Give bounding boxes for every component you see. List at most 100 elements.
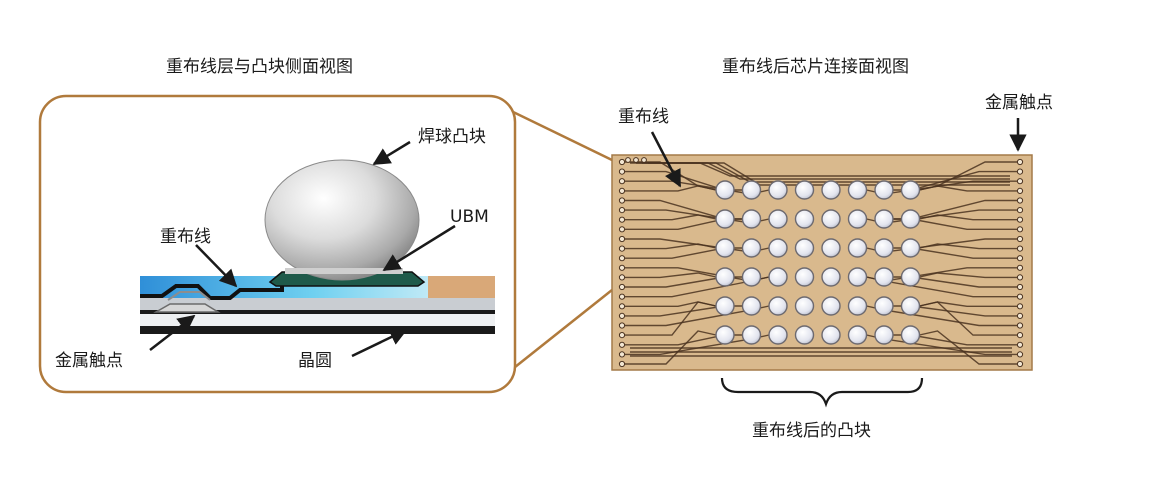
bump — [821, 209, 841, 229]
bump — [874, 296, 894, 316]
perimeter-pad-left — [618, 235, 626, 243]
bump — [715, 267, 735, 287]
bump — [794, 238, 815, 258]
bump — [768, 325, 788, 345]
perimeter-pad-right — [1016, 274, 1024, 281]
dielectric-layer — [140, 298, 495, 312]
perimeter-pad-right — [1016, 322, 1024, 329]
rdl-trace-right — [919, 214, 1017, 221]
bump — [741, 267, 762, 287]
perimeter-pad-right — [1016, 360, 1024, 368]
perimeter-pad-top — [633, 157, 639, 163]
bump — [847, 238, 868, 258]
bump — [768, 180, 788, 200]
arrow-ubm — [382, 224, 456, 272]
bump — [900, 209, 921, 229]
arrow-solder-ball — [372, 140, 411, 166]
perimeter-pad-left — [618, 245, 626, 252]
bump — [821, 296, 841, 316]
bump — [794, 325, 815, 345]
label-metal-contact-left: 金属触点 — [55, 351, 123, 371]
perimeter-pad-left — [618, 178, 626, 185]
left-panel-title: 重布线层与凸块侧面视图 — [166, 57, 353, 77]
rdl-trace-right — [919, 301, 1017, 336]
perimeter-pad-right — [1016, 235, 1024, 243]
bump — [715, 238, 735, 258]
perimeter-pad-left — [618, 351, 626, 358]
rdl-trace-left — [625, 243, 717, 250]
perimeter-pad-left — [618, 303, 626, 310]
bump — [874, 209, 894, 229]
bump — [741, 238, 762, 258]
perimeter-pad-right — [1016, 216, 1024, 223]
perimeter-pad-right — [1016, 283, 1024, 291]
bump — [900, 296, 921, 316]
perimeter-pad-left — [618, 216, 626, 223]
bump — [821, 180, 841, 200]
perimeter-pad-right — [1016, 293, 1024, 300]
bump — [874, 325, 894, 345]
perimeter-pad-right — [1016, 264, 1024, 271]
bump — [900, 267, 921, 287]
perimeter-pad-left — [618, 255, 626, 262]
bump — [900, 325, 921, 345]
zoom-line-top — [504, 106, 613, 162]
bump — [847, 209, 868, 229]
bump — [715, 325, 735, 345]
perimeter-pad-right — [1016, 168, 1024, 175]
perimeter-pad-left — [618, 274, 626, 281]
label-ubm: UBM — [450, 207, 489, 227]
perimeter-pad-left — [618, 293, 626, 300]
bump — [794, 267, 815, 287]
bump — [874, 267, 894, 287]
perimeter-pad-right — [1016, 178, 1024, 185]
arrow-rdl-right — [650, 131, 682, 188]
label-bumps: 重布线后的凸块 — [752, 421, 871, 441]
arrow-metal-contact — [149, 314, 196, 351]
bump — [768, 238, 788, 258]
perimeter-pad-right — [1016, 312, 1024, 319]
bump — [821, 325, 841, 345]
metal-contact-pad — [153, 303, 221, 313]
bump — [847, 180, 868, 200]
perimeter-pad-left — [618, 332, 626, 339]
perimeter-pad-left — [618, 207, 626, 214]
bump — [715, 209, 735, 229]
perimeter-pad-right — [1016, 351, 1024, 358]
rdl-trace-left — [625, 185, 717, 192]
rdl-trace-left — [625, 301, 717, 336]
bump — [900, 238, 921, 258]
arrow-wafer — [351, 328, 408, 358]
perimeter-pad-right — [1016, 341, 1024, 348]
bump — [715, 296, 735, 316]
perimeter-pad-left — [618, 322, 626, 329]
rdl-trace-left — [625, 272, 717, 279]
perimeter-pad-right — [1016, 187, 1024, 194]
bump — [741, 296, 762, 316]
perimeter-pad-right — [1016, 226, 1024, 233]
side-view-panel: 焊球凸块 UBM 重布线 金属触点 晶圆 — [38, 94, 613, 394]
perimeter-pad-left — [618, 283, 626, 291]
perimeter-pad-left — [618, 226, 626, 233]
perimeter-pad-left — [618, 312, 626, 319]
rdl-trace-right — [919, 185, 1017, 192]
perimeter-pad-left — [618, 197, 626, 204]
rdl-traces — [625, 161, 1017, 365]
bump-brace — [720, 377, 924, 408]
perimeter-pad-left — [618, 341, 626, 348]
bump — [768, 296, 788, 316]
bump — [900, 180, 921, 200]
interface-line — [140, 310, 495, 314]
zoom-line-bottom — [504, 289, 613, 376]
top-view-panel: 重布线 金属触点 重布线后的凸块 — [611, 93, 1053, 441]
perimeter-pad-left — [618, 158, 626, 166]
label-solder-ball: 焊球凸块 — [418, 127, 486, 147]
perimeter-pad-top — [625, 157, 631, 163]
layer-stack — [140, 271, 495, 334]
rdl-trace-left — [625, 214, 717, 221]
bump — [821, 238, 841, 258]
tan-layer — [425, 276, 495, 298]
bump — [741, 209, 762, 229]
bump-grid — [715, 180, 921, 345]
